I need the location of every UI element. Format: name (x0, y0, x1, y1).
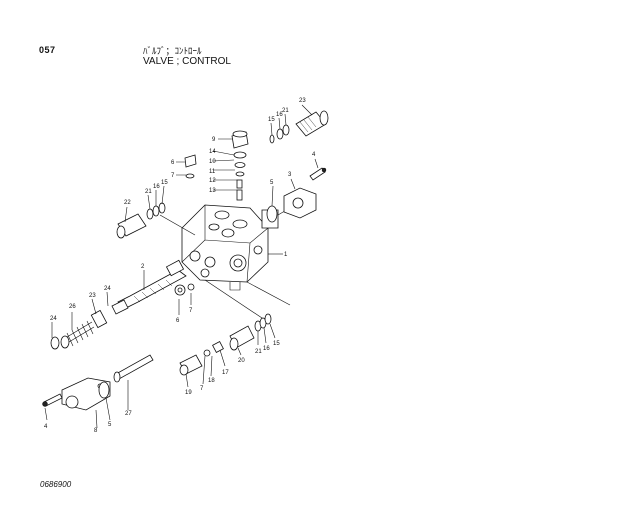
cap-assembly (42, 377, 111, 411)
top-relief-assembly (269, 110, 329, 144)
left-relief-assembly (116, 202, 166, 239)
callout-4-left: 4 (44, 424, 48, 430)
drawing-number: 0686900 (40, 480, 72, 489)
callout-22: 22 (124, 200, 131, 206)
callout-11: 11 (209, 169, 216, 175)
callout-4-top: 4 (312, 152, 316, 158)
callout-6-mid: 6 (176, 318, 180, 324)
callout-27: 27 (125, 411, 132, 417)
seat (111, 299, 129, 315)
valve-body (181, 204, 279, 291)
plug-stack (231, 130, 249, 201)
callout-12: 12 (209, 178, 216, 184)
callout-labels: 1 2 3 4 4 5 5 6 6 8 7 7 7 9 10 11 12 13 … (44, 98, 316, 434)
callout-7-lower: 7 (200, 386, 204, 392)
callout-3: 3 (288, 172, 292, 178)
lower-relief-assembly (179, 313, 272, 376)
callout-13: 13 (209, 188, 216, 194)
callout-14: 14 (209, 149, 216, 155)
callout-21-lower: 21 (255, 349, 262, 355)
callout-10: 10 (209, 159, 216, 165)
spool-assembly (117, 259, 195, 309)
callout-26: 26 (69, 304, 76, 310)
callout-17: 17 (222, 370, 229, 376)
callout-16-lower: 16 (263, 346, 270, 352)
callout-15-left: 15 (161, 180, 168, 186)
callout-21-top: 21 (282, 108, 289, 114)
callout-20: 20 (238, 358, 245, 364)
stem (113, 354, 154, 383)
callout-18: 18 (208, 378, 215, 384)
callout-23-left: 23 (89, 293, 96, 299)
page-number: 057 (39, 45, 56, 55)
callout-8: 8 (94, 428, 98, 434)
callout-16-top: 16 (276, 112, 283, 118)
callout-7-mid: 7 (189, 308, 193, 314)
callout-24-b: 24 (50, 316, 57, 322)
callout-21-left: 21 (145, 189, 152, 195)
callout-15-lower: 15 (273, 341, 280, 347)
callout-1: 1 (284, 252, 288, 258)
callout-23-top: 23 (299, 98, 306, 104)
callout-5-top: 5 (270, 180, 274, 186)
callout-9: 9 (212, 137, 216, 143)
title-japanese: ﾊﾞﾙﾌﾞ；ｺﾝﾄﾛｰﾙ (143, 46, 202, 56)
spring (60, 320, 95, 349)
leader-lines (44, 104, 319, 429)
callout-6-top: 6 (171, 160, 175, 166)
callout-5-lower: 5 (108, 422, 112, 428)
callout-15-top: 15 (268, 117, 275, 123)
callout-24-a: 24 (104, 286, 111, 292)
callout-16-left: 16 (153, 184, 160, 190)
plug-top (184, 154, 197, 179)
callout-7-top: 7 (171, 173, 175, 179)
spacer (90, 309, 108, 329)
callout-19: 19 (185, 390, 192, 396)
title-english: VALVE ; CONTROL (143, 56, 231, 67)
cover-plate (266, 167, 327, 223)
callout-2: 2 (141, 264, 145, 270)
ring (50, 336, 60, 350)
